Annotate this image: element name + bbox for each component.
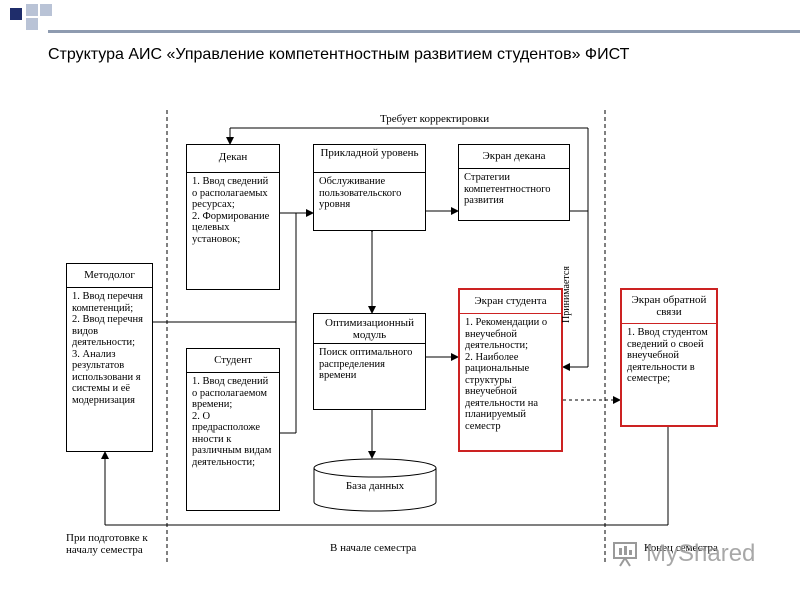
dean-screen-header: Экран декана: [459, 145, 569, 169]
dean-screen-body: Стратегии компетентностного развития: [464, 172, 551, 206]
dean-screen-box: Экран декана Стратегии компетентностного…: [458, 144, 570, 221]
title-rule: [48, 30, 800, 33]
student-box: Студент 1. Ввод сведений о располагаемом…: [186, 348, 280, 511]
dekan-body: 1. Ввод сведений о располагаемых ресурса…: [192, 176, 270, 245]
dekan-header: Декан: [187, 145, 279, 173]
slide-title: Структура АИС «Управление компетентностн…: [48, 46, 630, 63]
student-screen-body: 1. Рекомендации о внеучебной деятельност…: [465, 317, 548, 432]
student-body: 1. Ввод сведений о располагаемом времени…: [192, 376, 272, 468]
watermark-text: MyShared: [646, 540, 756, 567]
student-header: Студент: [187, 349, 279, 373]
watermark-logo: MyShared: [612, 540, 772, 570]
applied-level-header: Прикладной уровень: [314, 145, 425, 173]
dekan-box: Декан 1. Ввод сведений о располагаемых р…: [186, 144, 280, 290]
decor-square: [26, 4, 38, 16]
accepted-label: Принимается: [560, 266, 572, 323]
feedback-screen-header: Экран обратной связи: [622, 290, 716, 324]
methodologist-body: 1. Ввод перечня компетенций; 2. Ввод пер…: [72, 291, 143, 406]
applied-level-box: Прикладной уровень Обслуживание пользова…: [313, 144, 426, 231]
feedback-screen-body: 1. Ввод студентом сведений о своей внеуч…: [627, 327, 708, 384]
feedback-screen-box: Экран обратной связи 1. Ввод студентом с…: [620, 288, 718, 427]
database-label: База данных: [345, 480, 405, 492]
methodologist-box: Методолог 1. Ввод перечня компетенций; 2…: [66, 263, 153, 452]
methodologist-header: Методолог: [67, 264, 152, 288]
student-screen-header: Экран студента: [460, 290, 561, 314]
applied-level-body: Обслуживание пользовательского уровня: [319, 176, 402, 210]
student-screen-box: Экран студента 1. Рекомендации о внеучеб…: [458, 288, 563, 452]
presentation-icon: [613, 542, 637, 567]
decor-square: [26, 18, 38, 30]
optimization-module-header: Оптимизационный модуль: [314, 314, 425, 344]
optimization-module-body: Поиск оптимального распределения времени: [319, 347, 413, 381]
phase-start-label: В начале семестра: [330, 542, 417, 554]
database-cylinder: [313, 458, 437, 512]
decor-square: [10, 8, 22, 20]
phase-preparation-label: При подготовке к началу семестра: [66, 532, 148, 556]
optimization-module-box: Оптимизационный модуль Поиск оптимальног…: [313, 313, 426, 410]
requires-correction-label: Требует корректировки: [380, 113, 490, 125]
phase-end-label: Конец семестра: [644, 542, 718, 554]
decor-square: [40, 4, 52, 16]
